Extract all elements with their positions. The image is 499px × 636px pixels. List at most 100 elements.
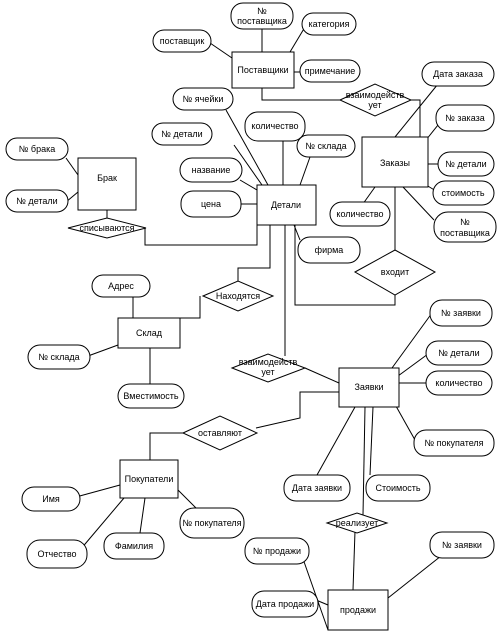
attribute-pok-nomer: № покупателя bbox=[179, 507, 245, 539]
entity-box bbox=[327, 589, 389, 631]
connector bbox=[304, 367, 340, 384]
relationship-diamond bbox=[230, 353, 307, 383]
attribute-pill bbox=[27, 344, 91, 370]
connector bbox=[369, 406, 374, 476]
attribute-zak-stoimost: стоимость bbox=[432, 180, 495, 206]
attribute-pill bbox=[425, 370, 493, 396]
connector bbox=[299, 156, 311, 186]
attribute-pok-imya: Имя bbox=[21, 486, 81, 512]
connector bbox=[394, 83, 439, 138]
attribute-pill bbox=[244, 111, 306, 142]
attribute-label: Дата заказа bbox=[433, 69, 483, 79]
attribute-zak-nomer: № заказа bbox=[435, 104, 495, 132]
attribute-post-nomer: № поставщика bbox=[230, 2, 294, 30]
attribute-pill bbox=[21, 486, 81, 512]
relationship-realizuet: реализует bbox=[325, 512, 389, 534]
attribute-pill bbox=[179, 157, 243, 183]
attribute-prod-nomer: № продажи bbox=[244, 537, 310, 565]
attribute-det-tsena: цена bbox=[180, 190, 242, 218]
attribute-skl-adres: Адрес bbox=[91, 274, 151, 298]
connector bbox=[397, 353, 429, 377]
attribute-post-postavshchik: поставщик bbox=[152, 29, 212, 53]
connector bbox=[149, 432, 185, 460]
attribute-zay-data: Дата заявки bbox=[283, 474, 351, 502]
connector bbox=[139, 497, 146, 534]
attribute-pill bbox=[230, 2, 294, 30]
connector bbox=[237, 225, 271, 281]
attribute-pill bbox=[299, 59, 361, 83]
attribute-pill bbox=[26, 539, 88, 569]
attribute-label: Фамилия bbox=[115, 541, 153, 551]
attribute-label: Вместимость bbox=[123, 391, 179, 401]
attribute-label: № детали bbox=[161, 129, 202, 139]
attribute-label: № заявки bbox=[441, 308, 481, 318]
attribute-pill bbox=[179, 507, 245, 539]
attribute-prod-data: Дата продажи bbox=[251, 590, 319, 618]
attribute-label: Имя bbox=[42, 494, 60, 504]
relationship-diamond bbox=[67, 217, 147, 239]
attribute-pill bbox=[429, 531, 495, 559]
entity-label: Покупатели bbox=[125, 474, 174, 484]
attribute-zak-postavshchika: № поставщика bbox=[433, 211, 497, 243]
attribute-det-yacheyki: № ячейки bbox=[172, 87, 234, 111]
relationship-vkhodit: входит bbox=[353, 249, 437, 296]
entity-box bbox=[117, 317, 181, 349]
attribute-label: № детали bbox=[445, 159, 486, 169]
relationship-label: реализует bbox=[336, 518, 379, 528]
attribute-pill bbox=[244, 537, 310, 565]
entity-pokupateli: Покупатели bbox=[119, 459, 179, 499]
attribute-label: № детали bbox=[16, 196, 57, 206]
attribute-label: стоимость bbox=[441, 188, 484, 198]
attribute-pill bbox=[437, 151, 495, 177]
relationship-diamond bbox=[201, 280, 275, 312]
attribute-label: цена bbox=[201, 199, 221, 209]
entity-box bbox=[77, 157, 137, 211]
attribute-pill bbox=[283, 474, 351, 502]
connector bbox=[294, 225, 396, 306]
attribute-post-kategoriya: категория bbox=[301, 12, 357, 36]
connector bbox=[293, 224, 301, 241]
attribute-pill bbox=[433, 211, 497, 243]
entity-label: Детали bbox=[271, 200, 301, 210]
relationship-label: взаимодейств bbox=[346, 90, 405, 100]
entity-sklad: Склад bbox=[117, 317, 181, 349]
attribute-det-nazvanie: название bbox=[179, 157, 243, 183]
attribute-pill bbox=[5, 189, 69, 213]
entity-postavshchiki: Поставщики bbox=[231, 51, 295, 89]
attribute-label: № детали bbox=[438, 348, 479, 358]
relationship-diamond bbox=[353, 249, 437, 296]
connector bbox=[255, 391, 339, 429]
attribute-det-firma: фирма bbox=[297, 236, 361, 264]
attribute-label: категория bbox=[309, 19, 350, 29]
entity-box bbox=[119, 459, 179, 499]
attribute-label: примечание bbox=[305, 66, 356, 76]
attribute-zak-detali: № детали bbox=[437, 151, 495, 177]
attribute-pill bbox=[117, 383, 185, 409]
entity-label: Поставщики bbox=[237, 65, 288, 75]
attribute-label: количество bbox=[251, 121, 298, 131]
attribute-pill bbox=[301, 12, 357, 36]
connector bbox=[301, 555, 329, 631]
relationship-diamond bbox=[181, 415, 259, 451]
attribute-post-primechanie: примечание bbox=[299, 59, 361, 83]
attribute-pill bbox=[103, 532, 165, 560]
attribute-label: название bbox=[192, 165, 231, 175]
connector-lines bbox=[64, 26, 442, 631]
attribute-label: № склада bbox=[38, 352, 79, 362]
entity-label: Заявки bbox=[354, 382, 383, 392]
entity-label: Склад bbox=[136, 328, 163, 338]
relationship-label: взаимодейств bbox=[239, 357, 298, 367]
attribute-pill bbox=[297, 236, 361, 264]
attribute-skl-vmestimost: Вместимость bbox=[117, 383, 185, 409]
relationship-label: оставляют bbox=[198, 428, 242, 438]
relationship-ostavlyayut: оставляют bbox=[181, 415, 259, 451]
attribute-label: Дата продажи bbox=[256, 599, 314, 609]
relationship-label: входит bbox=[381, 267, 409, 277]
connector bbox=[144, 215, 258, 246]
entity-box bbox=[361, 136, 429, 188]
attribute-label: Адрес bbox=[108, 281, 134, 291]
entity-prodazhi: продажи bbox=[327, 589, 389, 631]
relationship-spisyvayutsya: списываются bbox=[67, 217, 147, 239]
attribute-brak-detali: № детали bbox=[5, 189, 69, 213]
